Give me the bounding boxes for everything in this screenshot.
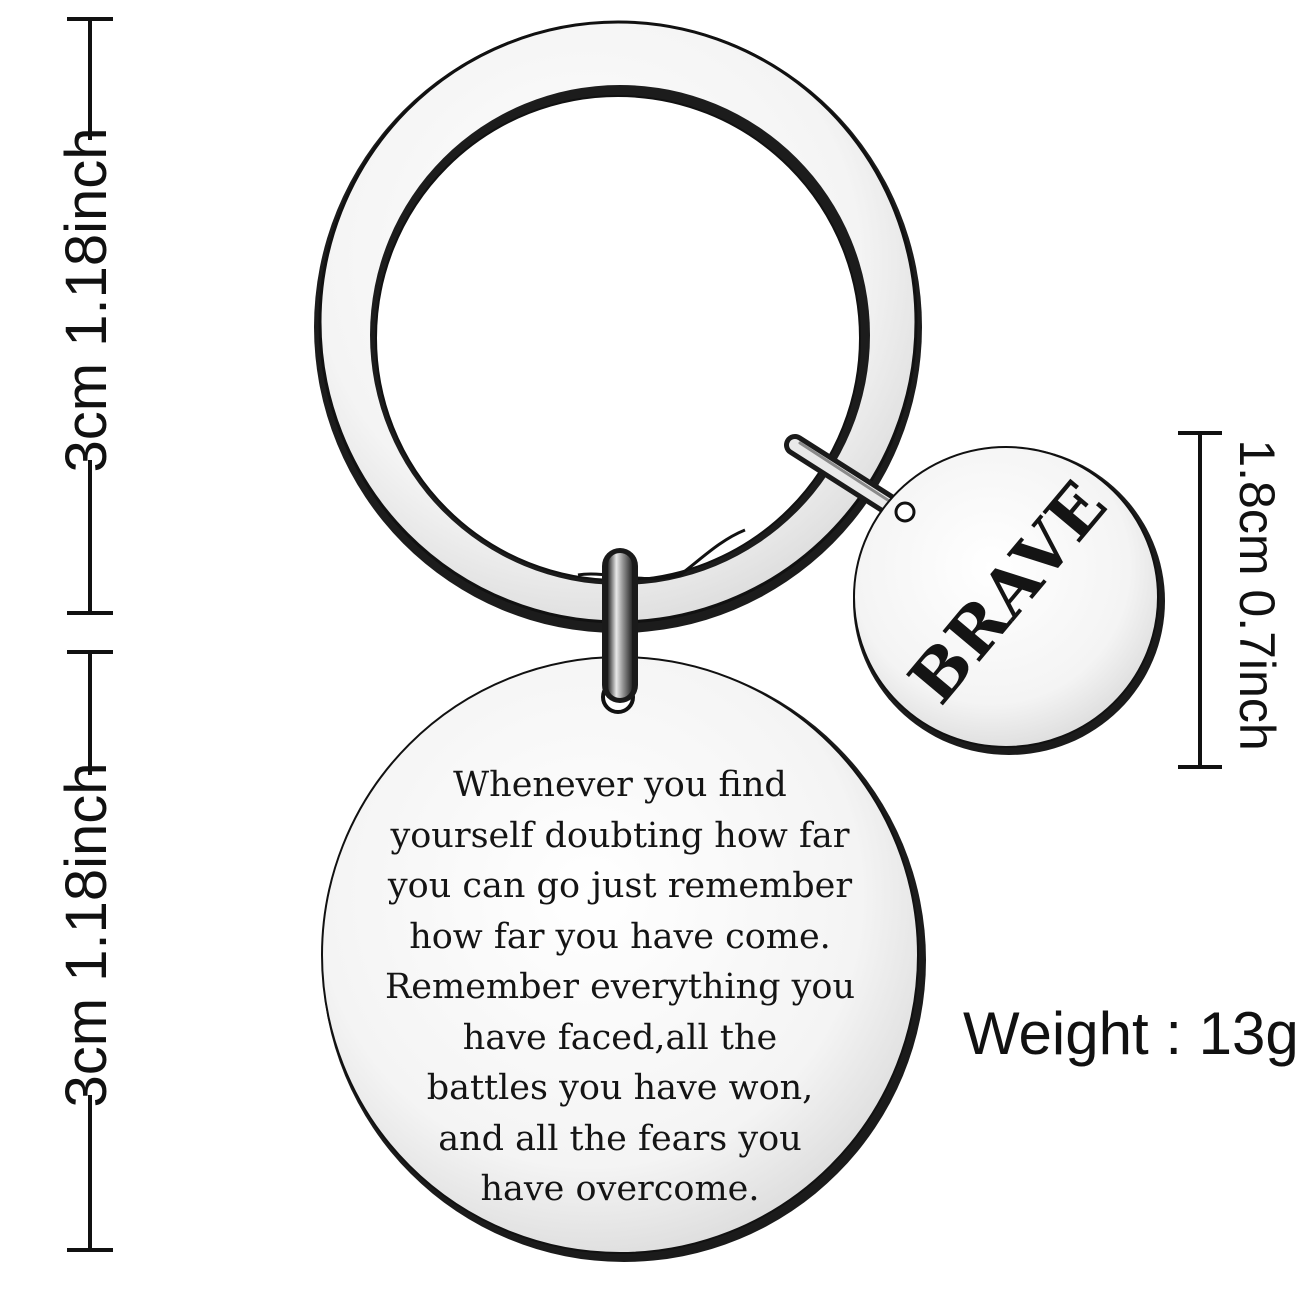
engraving-line: you can go just remember	[387, 866, 853, 906]
pendant-size-label: 3cm 1.18inch	[54, 762, 119, 1108]
engraving-line: and all the fears you	[438, 1118, 802, 1159]
weight-label: Weight : 13g	[963, 1000, 1299, 1067]
engraving-line: have overcome.	[480, 1169, 760, 1209]
dimension-bracket-bottom	[67, 650, 113, 1252]
split-key-ring	[314, 20, 922, 633]
charm-size-label: 1.8cm 0.7inch	[1229, 439, 1285, 751]
engraving-line: have faced,all the	[462, 1017, 778, 1058]
dimension-bracket-top	[67, 17, 113, 615]
engraving-line: yourself doubting how far	[390, 815, 850, 856]
brave-charm	[853, 446, 1165, 755]
engraving-line: Remember everything you	[384, 967, 856, 1007]
dimension-bracket-charm	[1178, 431, 1222, 769]
quote-pendant-disc	[321, 656, 926, 1262]
ring-size-label: 3cm 1.18inch	[54, 127, 119, 473]
engraving-line: Whenever you find	[453, 765, 787, 805]
engraving-line: battles you have won,	[426, 1068, 814, 1108]
pendant-jump-ring	[602, 548, 638, 703]
engraving-line: how far you have come.	[409, 916, 831, 957]
pendant-engraving: Whenever you find yourself doubting how …	[340, 760, 900, 1215]
